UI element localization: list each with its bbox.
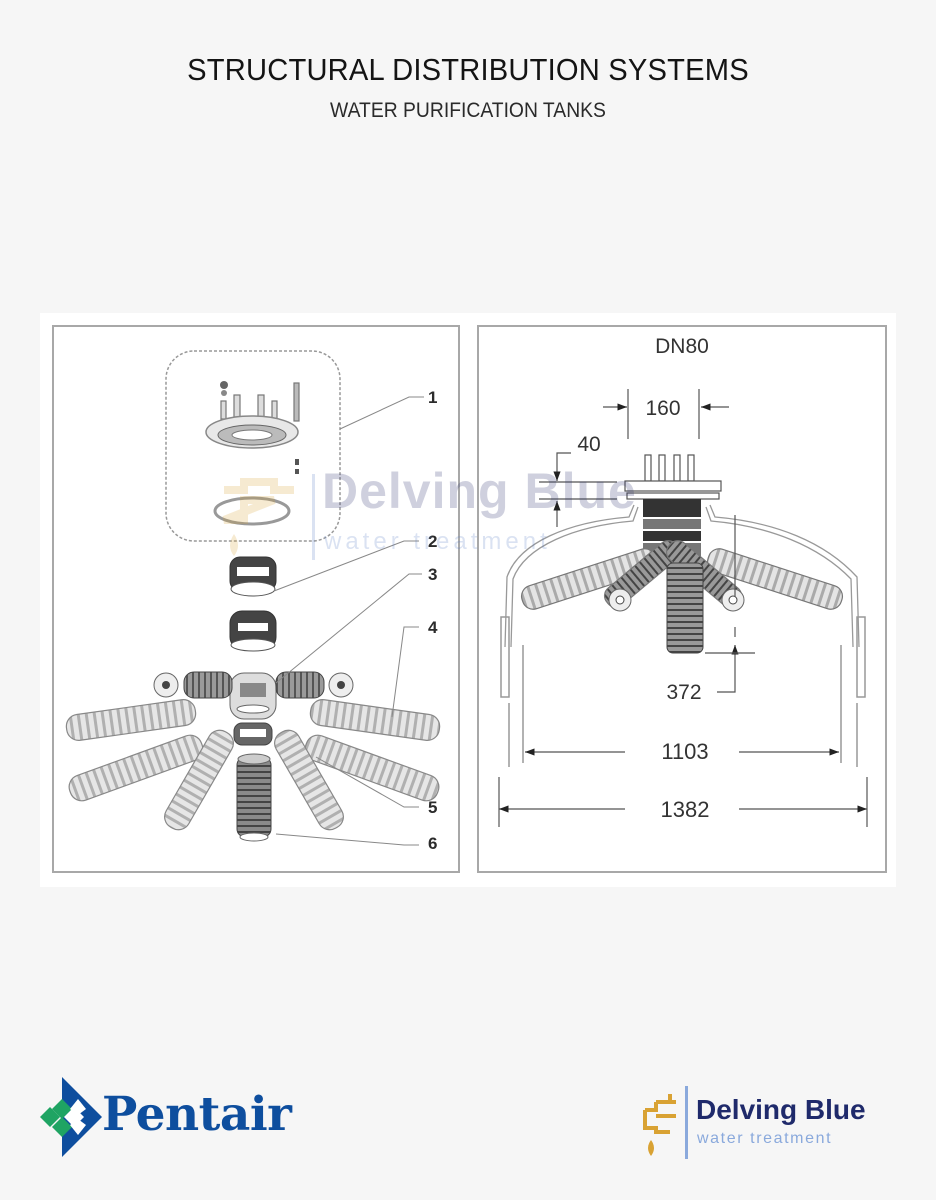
logo-divider (685, 1086, 688, 1159)
callout-2: 2 (428, 532, 437, 551)
dimension-view-panel: DN80 160 40 (477, 325, 887, 873)
exploded-view-panel: 1 2 3 4 5 6 (52, 325, 460, 873)
pentair-wordmark: Pentair (102, 1087, 292, 1142)
delving-blue-logo: Delving Blue water treatment (640, 1082, 910, 1162)
callout-4: 4 (428, 618, 438, 637)
dn-label: DN80 (655, 335, 709, 358)
callout-3: 3 (428, 565, 437, 584)
page-subtitle: WATER PURIFICATION TANKS (330, 99, 606, 122)
callout-5: 5 (428, 798, 437, 817)
page-title: STRUCTURAL DISTRIBUTION SYSTEMS (187, 52, 749, 87)
dim-depth: 372 (666, 681, 701, 704)
technical-figure: 1 2 3 4 5 6 (40, 313, 896, 887)
callout-6: 6 (428, 834, 437, 853)
delving-blue-name: Delving Blue (696, 1094, 866, 1125)
dimension-view-drawing: DN80 160 40 (498, 335, 868, 827)
exploded-view-drawing: 1 2 3 4 5 6 (65, 350, 441, 853)
pentair-logo: Pentair (40, 1075, 340, 1160)
faucet-icon (643, 1094, 676, 1156)
pentair-logo-icon (40, 1077, 102, 1157)
callout-1: 1 (428, 388, 437, 407)
dim-flange-width: 160 (645, 397, 680, 420)
dim-outer-span: 1382 (661, 797, 710, 822)
dim-flange-height: 40 (577, 433, 600, 456)
dim-inner-span: 1103 (661, 739, 708, 764)
delving-blue-tagline: water treatment (697, 1130, 833, 1147)
